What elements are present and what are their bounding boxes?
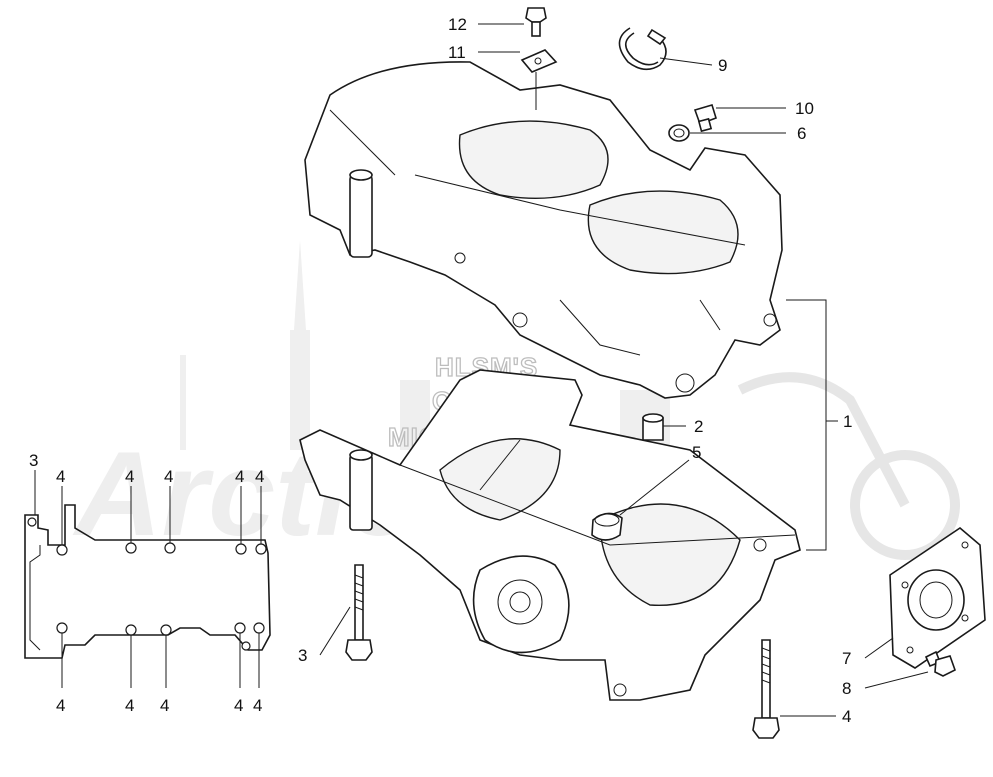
bolt-3 (345, 564, 373, 661)
callout-11: 11 (448, 43, 466, 62)
callout-4-top-c: 4 (164, 467, 173, 486)
callout-4-top-e: 4 (255, 467, 264, 486)
lock-plate-11 (520, 49, 558, 73)
bearing-5 (591, 512, 623, 541)
callout-4-bot-b: 4 (125, 696, 134, 715)
bolt-12 (525, 7, 547, 37)
callout-12: 12 (448, 15, 467, 34)
callout-2: 2 (694, 417, 703, 436)
callout-4-bot-c: 4 (160, 696, 169, 715)
lower-crankcase (299, 369, 801, 701)
callout-labels: 12 11 9 10 6 2 1 5 3 4 7 8 3 4 4 4 4 4 4… (29, 15, 852, 726)
callout-4-top-b: 4 (125, 467, 134, 486)
callout-9: 9 (718, 56, 727, 75)
watermark-motorcycle (737, 372, 960, 560)
callout-10: 10 (795, 99, 814, 118)
callout-3-bolt: 3 (298, 646, 307, 665)
callout-1: 1 (843, 412, 852, 431)
leader-lines (34, 23, 929, 717)
bolt-8 (924, 650, 956, 677)
callout-4-bolt: 4 (842, 707, 851, 726)
dowel-sleeve-2 (642, 413, 664, 441)
callout-4-top-a: 4 (56, 467, 65, 486)
plug-10 (693, 104, 717, 133)
callout-5: 5 (692, 443, 701, 462)
callout-4-bot-e: 4 (253, 696, 262, 715)
bolt-4 (752, 639, 780, 739)
gasket-7 (889, 526, 986, 669)
callout-7: 7 (842, 649, 851, 668)
callout-3-outline: 3 (29, 451, 38, 470)
callout-4-bot-a: 4 (56, 696, 65, 715)
upper-crankcase (304, 61, 783, 399)
washer-6 (668, 124, 690, 142)
callout-4-bot-d: 4 (234, 696, 243, 715)
callout-8: 8 (842, 679, 851, 698)
callout-4-top-d: 4 (235, 467, 244, 486)
hose-clamp-9 (618, 27, 667, 71)
callout-6: 6 (797, 124, 806, 143)
